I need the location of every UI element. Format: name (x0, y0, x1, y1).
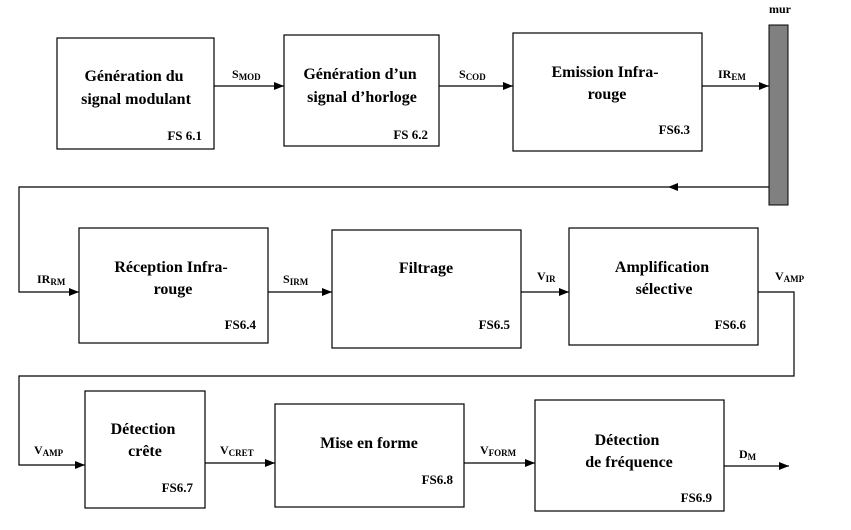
block-fs65: Filtrage FS6.5 (331, 229, 522, 349)
block-title-line: signal modulant (81, 91, 191, 108)
block-code: FS6.9 (681, 490, 713, 505)
svg-text:Amplification sélective: Amplification sélective (615, 259, 713, 298)
connector-return-left (18, 186, 668, 296)
block-title-line: Filtrage (399, 260, 453, 277)
block-title-line: rouge (588, 86, 627, 103)
block-code: FS6.3 (659, 122, 691, 137)
signal-label-vform: VFORM (480, 443, 517, 458)
signal-label-smod: SMOD (232, 67, 261, 82)
block-fs68: Mise en forme FS6.8 (274, 403, 465, 508)
block-code: FS 6.1 (167, 128, 202, 143)
wall (768, 24, 789, 206)
signal-label-irem: IREM (718, 67, 746, 82)
block-title-line: Mise en forme (320, 435, 418, 452)
block-code: FS6.7 (162, 480, 194, 495)
block-title-line: signal d’horloge (307, 89, 417, 106)
block-title-line: Réception Infra- (114, 259, 227, 276)
svg-text:Filtrage: Filtrage (399, 260, 453, 277)
block-title-line: Génération d’un (303, 66, 416, 83)
block-fs67: Détection crête FS6.7 (84, 390, 206, 509)
signal-label-irrm: IRRM (37, 272, 66, 287)
block-code: FS6.5 (479, 317, 511, 332)
signal-label-vcret: VCRET (220, 443, 254, 458)
svg-text:Génération d’un signal d: Génération d’un signal d’horloge (303, 66, 420, 106)
block-code: FS 6.2 (393, 127, 428, 142)
svg-text:Emission Infra- rouge: Emission Infra- rouge (551, 64, 662, 103)
block-title-line: de fréquence (585, 454, 673, 471)
block-code: FS6.4 (225, 317, 257, 332)
block-code: FS6.8 (422, 472, 454, 487)
block-title-line: sélective (636, 281, 693, 298)
block-title-line: Détection (595, 432, 660, 449)
block-title-line: Détection (111, 421, 176, 438)
signal-label-vamp-out: VAMP (775, 269, 805, 284)
block-fs63: Emission Infra- rouge FS6.3 (512, 32, 703, 152)
block-fs64: Réception Infra- rouge FS6.4 (78, 227, 269, 344)
signal-label-dm: DM (739, 447, 757, 462)
signal-label-vir: VIR (537, 269, 556, 284)
signal-label-sirm: SIRM (283, 272, 309, 287)
block-fs61: Génération du signal modulant FS 6.1 (56, 37, 215, 150)
block-fs69: Détection de fréquence FS6.9 (534, 399, 725, 512)
svg-text:Réception Infra- rouge: Réception Infra- rouge (114, 259, 231, 298)
block-title-line: crête (128, 443, 162, 460)
block-fs62: Génération d’un signal d’horloge FS 6.2 (283, 34, 440, 147)
connector-vamp (18, 291, 795, 469)
block-title-line: Génération du (84, 68, 183, 85)
block-fs66: Amplification sélective FS6.6 (568, 227, 759, 346)
signal-label-vamp-in: VAMP (34, 443, 64, 458)
svg-text:Mise en forme: Mise en forme (320, 435, 418, 452)
svg-text:Détection crête: Détection crête (111, 421, 180, 460)
block-title-line: rouge (154, 281, 193, 298)
block-title-line: Amplification (615, 259, 709, 276)
block-code: FS6.6 (715, 317, 747, 332)
svg-text:Génération du signal mod: Génération du signal modulant (81, 68, 191, 108)
svg-text:Détection de fréquence: Détection de fréquence (585, 432, 673, 471)
block-title-line: Emission Infra- (551, 64, 658, 81)
wall-label: mur (769, 2, 792, 16)
signal-label-scod: SCOD (459, 67, 486, 82)
